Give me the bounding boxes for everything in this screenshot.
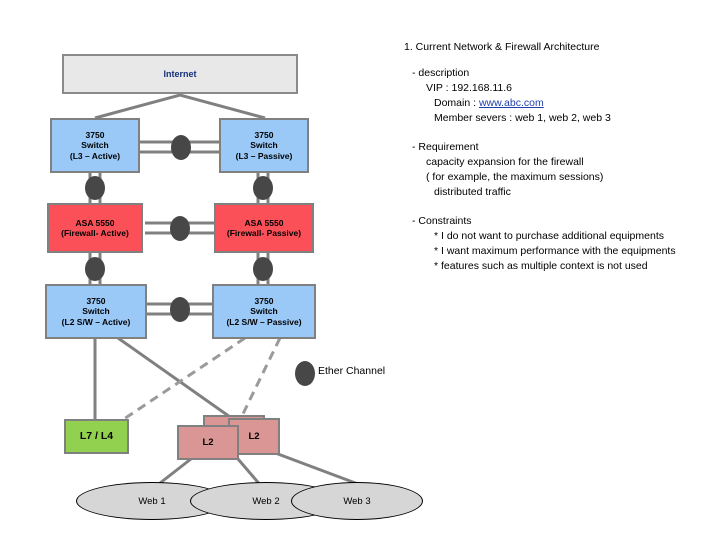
notes-panel: 1. Current Network & Firewall Architectu… — [404, 42, 716, 290]
ether-channel-blob-l3-link-icon — [171, 135, 191, 160]
switch-l2-passive-line2: Switch — [250, 306, 278, 317]
description-vip: VIP : 192.168.11.6 — [426, 81, 513, 94]
description-domain-row: Domain : www.abc.com — [404, 96, 716, 113]
ether-channel-legend-icon — [295, 361, 315, 386]
internet-label: Internet — [163, 68, 197, 79]
node-web-3[interactable]: Web 3 — [291, 482, 423, 520]
switch-l2-passive-line3: (L2 S/W – Passive) — [226, 316, 302, 327]
firewall-passive-line1: ASA 5550 — [244, 217, 284, 228]
l7-l4-label: L7 / L4 — [79, 430, 114, 443]
constraints-line-3: * features such as multiple context is n… — [434, 259, 648, 272]
wire-internet-splay — [94, 93, 266, 120]
web-2-label: Web 2 — [252, 495, 280, 507]
description-members: Member severs : web 1, web 2, web 3 — [434, 111, 611, 124]
switch-l3-active-line1: 3750 — [85, 129, 105, 140]
notes-requirement-block: - Requirement capacity expansion for the… — [404, 140, 716, 202]
node-firewall-passive[interactable]: ASA 5550 (Firewall- Passive) — [214, 203, 314, 253]
node-l7-l4[interactable]: L7 / L4 — [64, 419, 129, 454]
ether-channel-legend-label: Ether Channel — [318, 365, 386, 377]
firewall-active-line2: (Firewall- Active) — [61, 228, 129, 238]
description-title: - description — [412, 66, 470, 79]
requirement-title: - Requirement — [412, 140, 479, 153]
wire-l2p-to-l7l4 — [117, 336, 246, 425]
switch-l2-active-line3: (L2 S/W – Active) — [61, 316, 131, 327]
node-internet[interactable]: Internet — [62, 54, 298, 94]
web-1-label: Web 1 — [138, 495, 166, 507]
constraints-title: - Constraints — [412, 214, 472, 227]
web-3-label: Web 3 — [343, 495, 371, 507]
node-firewall-active[interactable]: ASA 5550 (Firewall- Active) — [47, 203, 143, 253]
switch-l3-passive-line1: 3750 — [254, 129, 274, 140]
switch-l2-active-line2: Switch — [82, 306, 110, 317]
description-domain-label: Domain : — [434, 96, 479, 109]
l2-front-label: L2 — [202, 436, 214, 448]
ether-channel-blob-fwp-l2p-icon — [253, 257, 273, 281]
notes-constraints-block: - Constraints * I do not want to purchas… — [404, 214, 716, 276]
wire-l2p-to-l2stack — [238, 337, 282, 421]
ether-channel-blob-l3a-fwa-icon — [85, 176, 105, 200]
node-l2-front[interactable]: L2 — [177, 425, 239, 460]
wire-l2a-to-l2stack — [117, 336, 241, 426]
ether-channel-blob-l3p-fwp-icon — [253, 176, 273, 200]
switch-l3-active-line2: Switch — [81, 140, 109, 151]
firewall-active-line1: ASA 5550 — [75, 217, 115, 228]
l2-right-label: L2 — [248, 430, 260, 442]
ether-channel-blob-fw-link-icon — [170, 216, 190, 241]
requirement-line-1: capacity expansion for the firewall — [426, 155, 584, 168]
ether-channel-blob-l2sw-link-icon — [170, 297, 190, 322]
requirement-line-2: ( for example, the maximum sessions) — [426, 170, 604, 183]
description-domain-link[interactable]: www.abc.com — [478, 96, 544, 109]
node-switch-l3-active[interactable]: 3750 Switch (L3 – Active) — [50, 118, 140, 173]
node-switch-l3-passive[interactable]: 3750 Switch (L3 – Passive) — [219, 118, 309, 173]
node-switch-l2-passive[interactable]: 3750 Switch (L2 S/W – Passive) — [212, 284, 316, 339]
switch-l2-passive-line1: 3750 — [254, 295, 274, 306]
switch-l3-passive-line3: (L3 – Passive) — [235, 150, 293, 161]
firewall-passive-line2: (Firewall- Passive) — [226, 228, 302, 238]
switch-l3-passive-line2: Switch — [250, 140, 278, 151]
node-switch-l2-active[interactable]: 3750 Switch (L2 S/W – Active) — [45, 284, 147, 339]
requirement-line-3: distributed traffic — [434, 185, 511, 198]
constraints-line-1: * I do not want to purchase additional e… — [434, 229, 664, 242]
notes-description-block: - description VIP : 192.168.11.6 Domain … — [404, 66, 716, 128]
switch-l2-active-line1: 3750 — [86, 295, 106, 306]
notes-heading: 1. Current Network & Firewall Architectu… — [404, 41, 600, 53]
constraints-line-2: * I want maximum performance with the eq… — [434, 244, 676, 257]
switch-l3-active-line3: (L3 – Active) — [69, 150, 121, 161]
ether-channel-blob-fwa-l2a-icon — [85, 257, 105, 281]
